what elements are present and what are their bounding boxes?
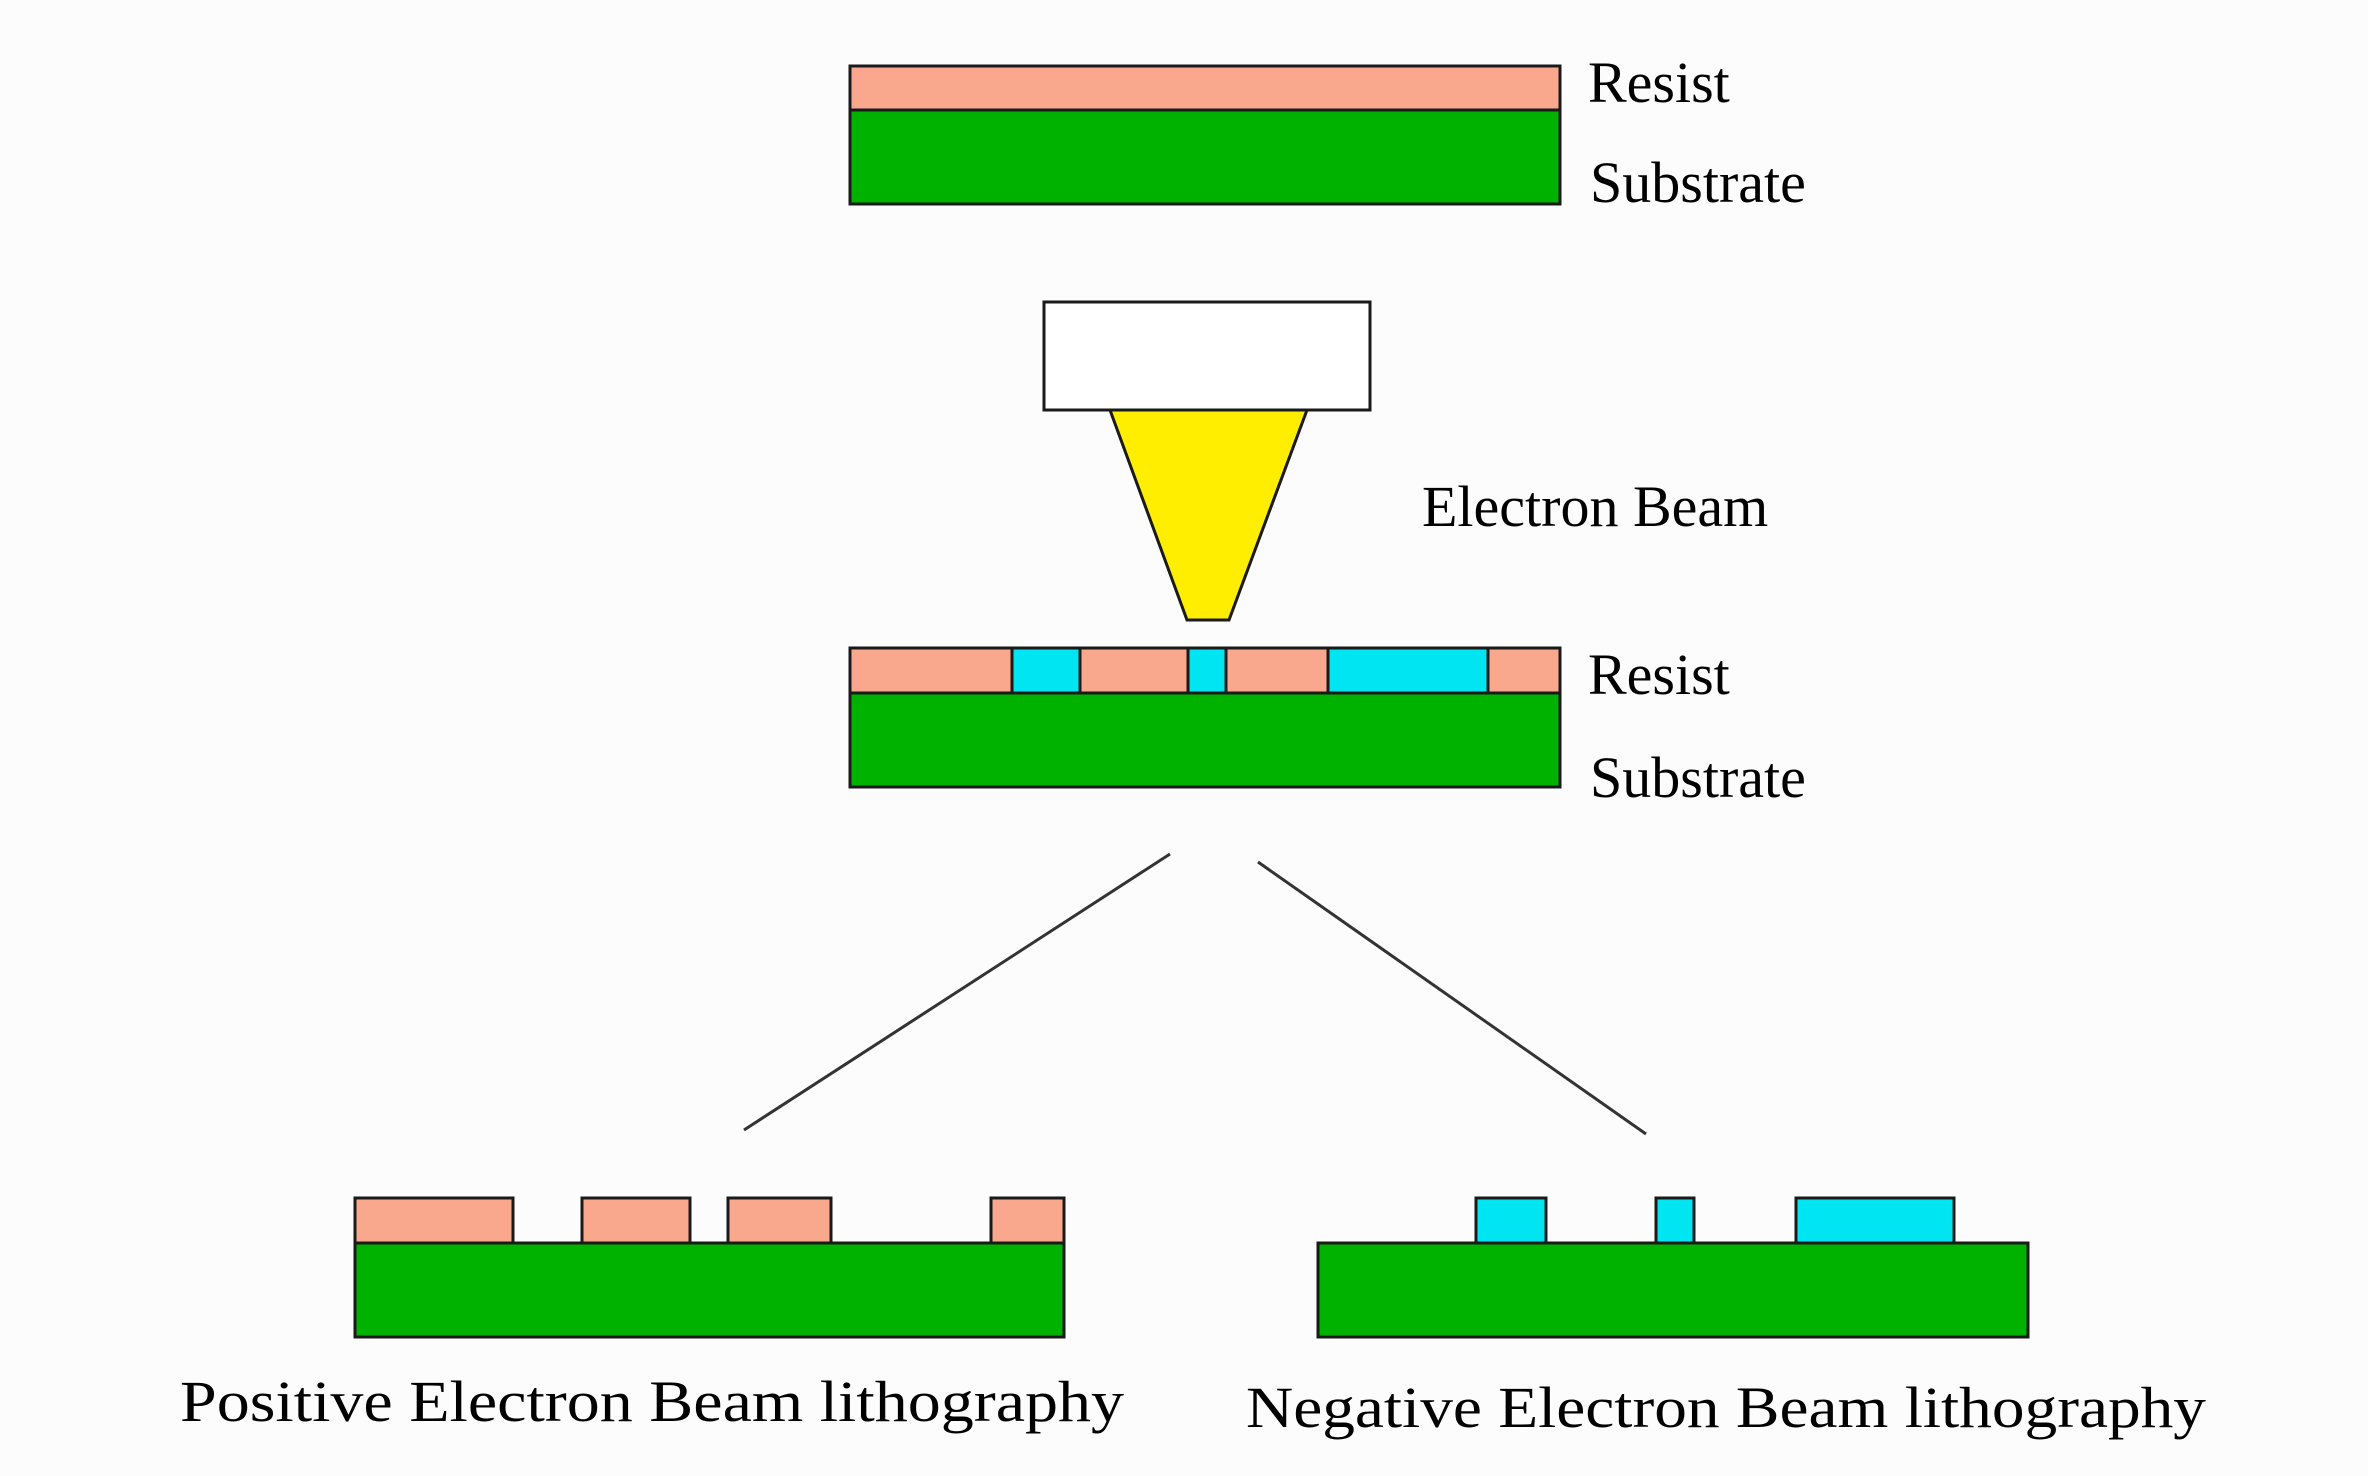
remaining-exposed-block [1474, 1196, 1548, 1245]
resist-layer-top [848, 64, 1562, 112]
remaining-resist-block [989, 1196, 1066, 1245]
negative-result-stack [1316, 1196, 2030, 1339]
remaining-exposed-block [1794, 1196, 1956, 1245]
positive-result-stack [353, 1196, 1066, 1339]
electron-beam-cone [1107, 408, 1310, 622]
resist-label-top: Resist [1588, 50, 1730, 115]
substrate-layer-mid [848, 691, 1562, 789]
exposed-region [1010, 646, 1082, 695]
remaining-resist-block [353, 1196, 515, 1245]
substrate-label-top: Substrate [1590, 150, 1806, 215]
initial-stack [848, 64, 1562, 206]
branch-line-negative [1257, 860, 1647, 1136]
resist-segment [1078, 646, 1190, 695]
remaining-resist-block [726, 1196, 833, 1245]
exposed-stack [848, 646, 1562, 789]
exposed-region [1186, 646, 1228, 695]
substrate-layer-top [848, 108, 1562, 206]
remaining-exposed-block [1654, 1196, 1696, 1245]
substrate-label-mid: Substrate [1590, 745, 1806, 810]
substrate-negative [1316, 1241, 2030, 1339]
remaining-resist-block [580, 1196, 692, 1245]
substrate-positive [353, 1241, 1066, 1339]
electron-beam-label: Electron Beam [1422, 474, 1768, 539]
electron-source-box [1042, 300, 1372, 412]
resist-segment [848, 646, 1014, 695]
negative-caption: Negative Electron Beam lithography [1246, 1375, 2206, 1440]
resist-label-mid: Resist [1588, 642, 1730, 707]
resist-segment [1224, 646, 1330, 695]
branch-line-positive [743, 852, 1171, 1132]
positive-caption: Positive Electron Beam lithography [180, 1369, 1124, 1434]
exposed-region [1326, 646, 1490, 695]
resist-segment [1486, 646, 1562, 695]
